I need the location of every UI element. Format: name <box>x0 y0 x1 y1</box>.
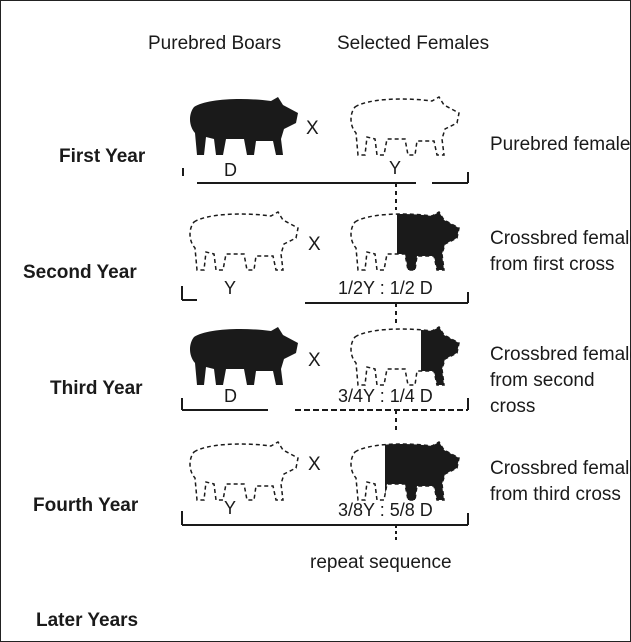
boar-pig-icon-row2 <box>186 210 301 275</box>
female-pig-icon-row4 <box>347 440 462 505</box>
year-label-fourth: Fourth Year <box>33 495 138 517</box>
female-pig-icon-row2 <box>347 210 462 275</box>
boar-label-row2: Y <box>224 278 236 299</box>
boar-label-row3: D <box>224 386 237 407</box>
boar-label-row1: D <box>224 160 237 181</box>
year-label-later: Later Years <box>36 610 138 632</box>
female-label-row2: 1/2Y : 1/2 D <box>338 278 433 299</box>
year-label-third: Third Year <box>50 378 143 400</box>
female-label-row1: Y <box>389 158 401 179</box>
description-row3: Crossbred female from second cross <box>490 342 631 420</box>
female-label-row4: 3/8Y : 5/8 D <box>338 500 433 521</box>
boar-pig-icon-row1 <box>186 95 301 160</box>
cross-symbol-row2: X <box>308 234 321 256</box>
description-row4: Crossbred female from third cross <box>490 456 631 508</box>
year-label-first: First Year <box>59 146 145 168</box>
female-pig-icon-row1 <box>347 95 462 160</box>
cross-symbol-row1: X <box>306 118 319 140</box>
boar-label-row4: Y <box>224 498 236 519</box>
repeat-sequence-label: repeat sequence <box>310 552 452 574</box>
description-row1: Purebred female <box>490 132 631 158</box>
description-row2: Crossbred female from first cross <box>490 226 631 278</box>
boar-pig-icon-row3 <box>186 325 301 390</box>
year-label-second: Second Year <box>23 262 137 284</box>
female-pig-icon-row3 <box>347 325 462 390</box>
female-label-row3: 3/4Y : 1/4 D <box>338 386 433 407</box>
boar-pig-icon-row4 <box>186 440 301 505</box>
cross-symbol-row3: X <box>308 350 321 372</box>
cross-symbol-row4: X <box>308 454 321 476</box>
